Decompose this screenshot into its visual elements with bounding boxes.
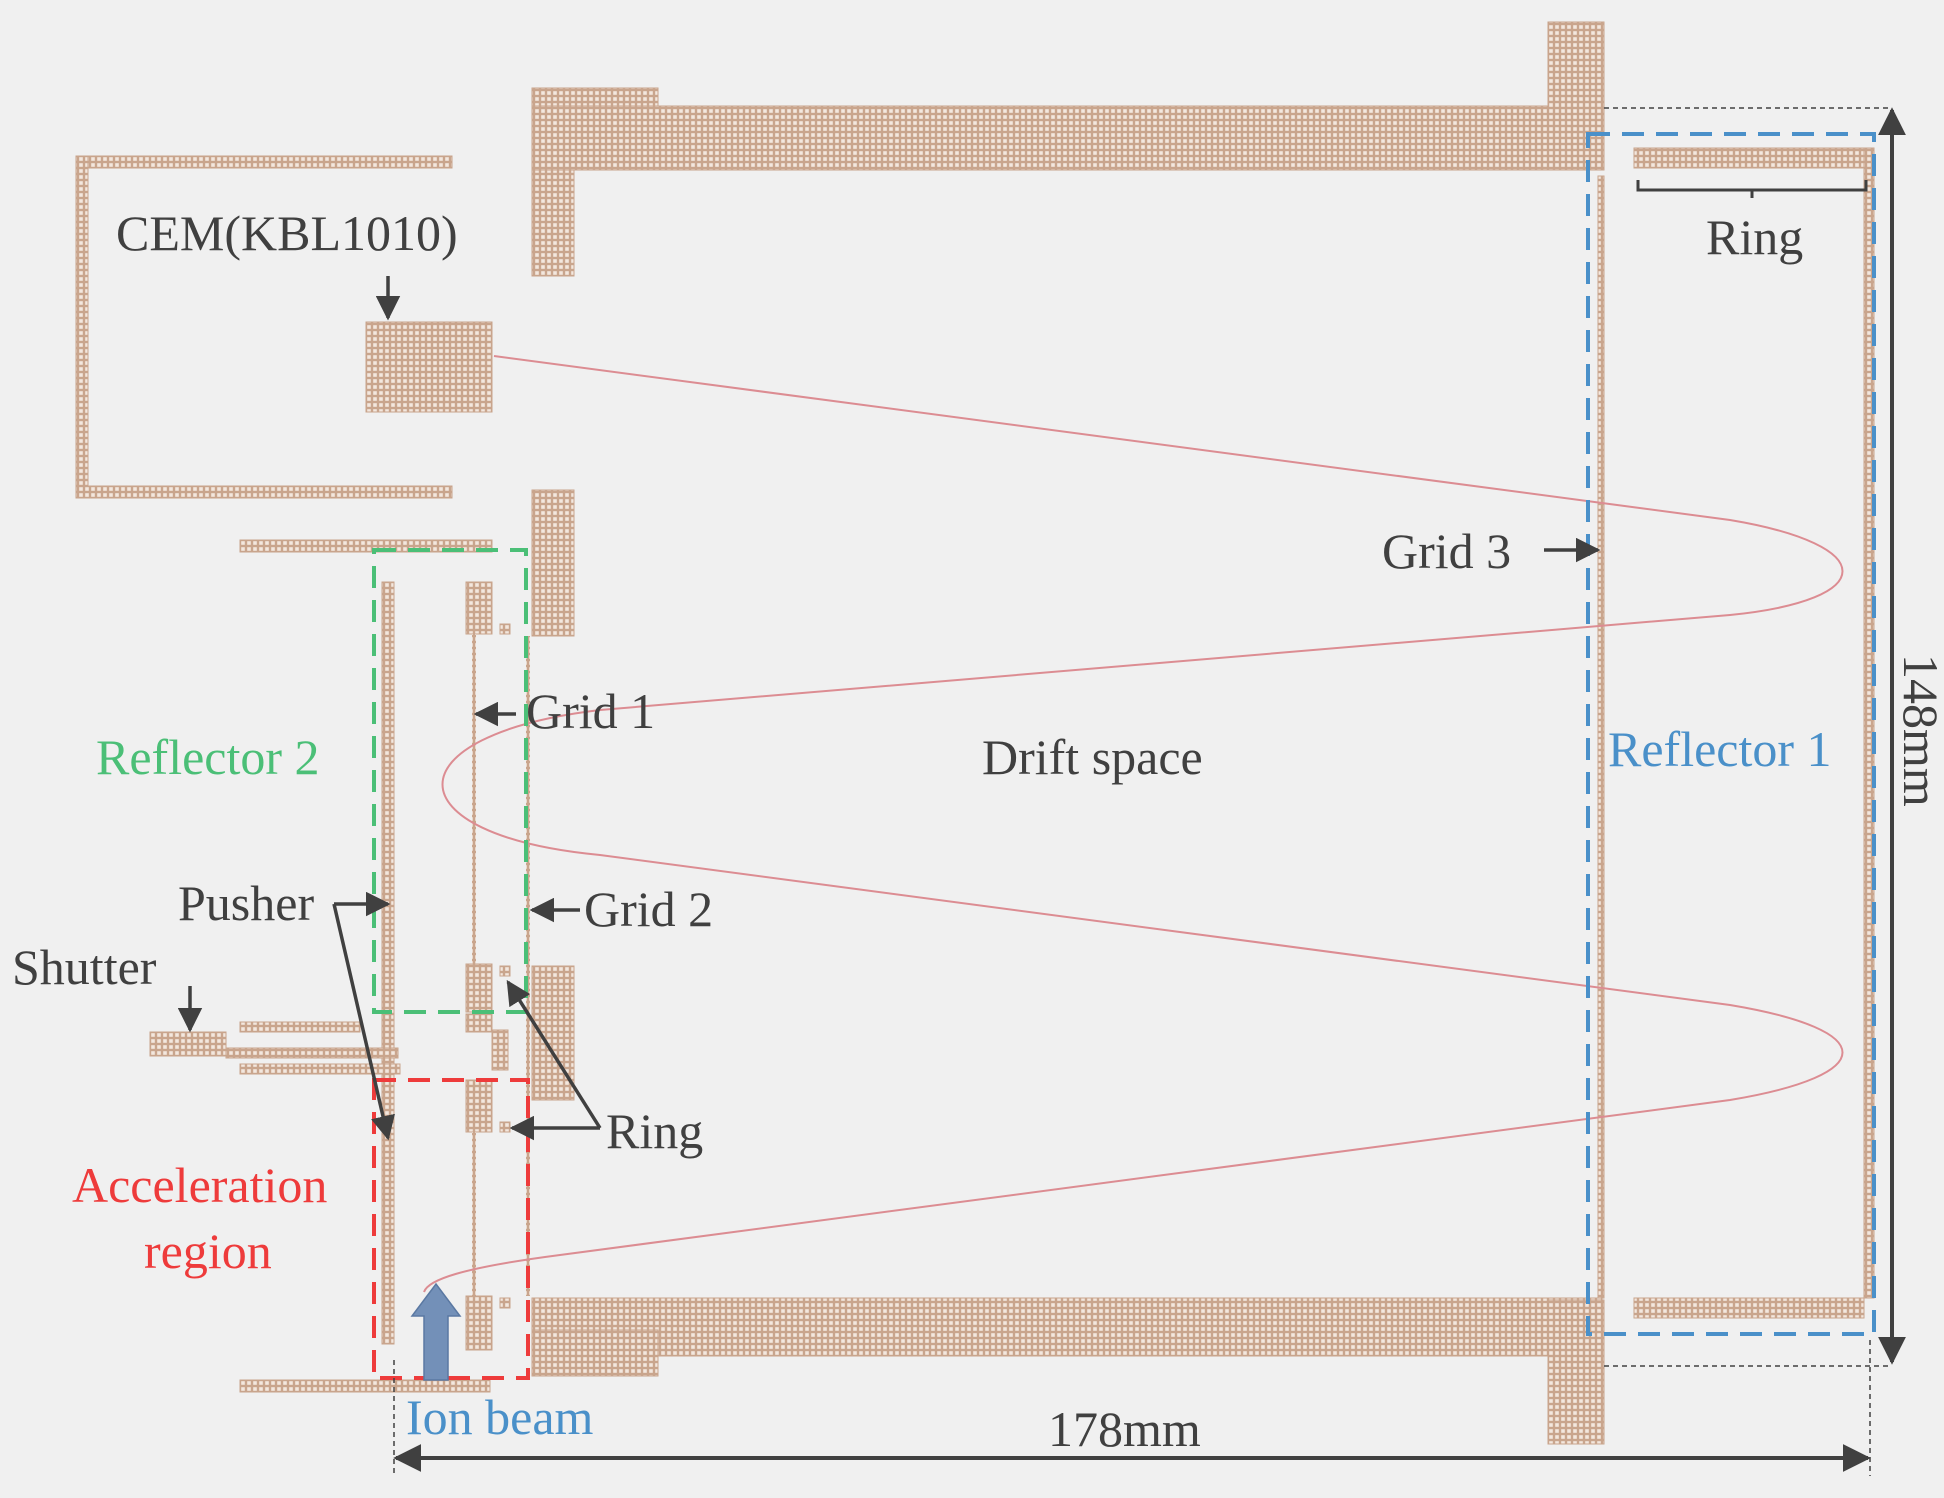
shutter-plate-1 [239, 1021, 361, 1033]
shutter-step-b [491, 1029, 509, 1071]
cem-label: CEM(KBL1010) [116, 205, 458, 261]
grid1-block-top [465, 581, 493, 635]
ion-beam-label: Ion beam [406, 1389, 594, 1445]
reflector1-ring-top [1633, 147, 1865, 169]
pusher-electrode [381, 581, 395, 1345]
accel-grid-line [472, 1132, 476, 1296]
reflector2-box [372, 548, 528, 1014]
bottom-horizontal-plate [239, 1379, 491, 1393]
shutter-label: Shutter [12, 939, 157, 995]
grid1-block-bottom-small [499, 1297, 511, 1309]
grid2-line [526, 636, 530, 1296]
cem-housing-bottom [75, 485, 453, 499]
reflector1-box [1586, 132, 1876, 1336]
height-dimension-label: 148mm [1893, 654, 1944, 807]
shutter-plate-3 [239, 1063, 401, 1075]
grid1-block-top-small [499, 623, 511, 635]
annotation-arrows [177, 276, 1601, 1141]
cem-detector [365, 321, 493, 413]
left-wall-upper [531, 489, 575, 637]
reflector2-label: Reflector 2 [96, 729, 320, 785]
top-right-flange [1547, 21, 1605, 171]
acceleration-label-line1: Acceleration [72, 1157, 327, 1213]
grid1-block-bottom [465, 1295, 493, 1351]
reflector1-ring-bottom [1633, 1297, 1865, 1319]
dimension-guides [393, 107, 1890, 1476]
grid2-label: Grid 2 [584, 881, 713, 937]
ring-left-label: Ring [606, 1103, 703, 1159]
drift-space-label: Drift space [982, 729, 1203, 785]
grid1-label: Grid 1 [526, 683, 655, 739]
acceleration-region-box [372, 1078, 530, 1380]
grid1-block-mid2-small [499, 1121, 511, 1133]
width-dimension-label: 178mm [1048, 1401, 1201, 1457]
bottom-wall [531, 1297, 1603, 1357]
ring-top-label: Ring [1706, 209, 1803, 265]
bottom-right-flange [1547, 1299, 1605, 1445]
grid1-line [472, 634, 476, 964]
cem-housing-left [75, 155, 89, 497]
ring-arrow-1 [506, 979, 602, 1129]
electrodes [75, 21, 1875, 1445]
grid1-block-mid [465, 963, 493, 1013]
grid3-electrode [1597, 175, 1605, 1299]
top-wall [531, 105, 1603, 171]
shutter-step-a [465, 1013, 493, 1033]
acceleration-label-line2: region [144, 1223, 272, 1279]
grid1-block-mid2 [465, 1079, 493, 1133]
cem-housing-top [75, 155, 453, 169]
reflector1-label: Reflector 1 [1608, 721, 1832, 777]
shutter-block [149, 1031, 227, 1057]
reflector1-backplate [1863, 147, 1875, 1299]
ion-trajectory [423, 355, 1844, 1293]
shutter-plate-2 [225, 1047, 399, 1059]
ion-beam-arrow [410, 1282, 462, 1381]
grid1-block-mid-small [499, 965, 511, 977]
ring-top-bracket [1636, 180, 1868, 198]
bottom-wall-left-cap [531, 1329, 659, 1377]
pusher-arrow-2 [332, 903, 395, 1141]
pusher-label: Pusher [178, 875, 314, 931]
grid3-label: Grid 3 [1382, 523, 1511, 579]
